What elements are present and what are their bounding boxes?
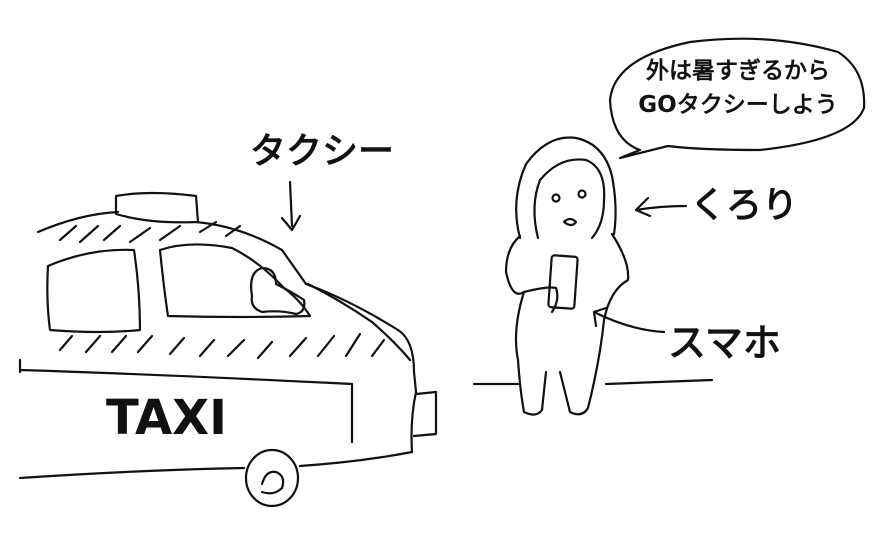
taxi-wheel-hub xyxy=(260,470,285,495)
person-body xyxy=(504,232,630,416)
taxi-wheel xyxy=(244,448,300,508)
phone xyxy=(547,254,579,310)
person-face xyxy=(533,158,606,240)
taxi-car xyxy=(18,191,438,508)
speech-text: 外は暑すぎるから GOタクシーしよう xyxy=(626,54,850,122)
taxi-bottom xyxy=(18,450,414,480)
taxi-hatching xyxy=(58,220,386,360)
taxi-rear-window xyxy=(46,248,142,334)
taxi-hood xyxy=(306,282,412,362)
taxi-passenger xyxy=(250,266,306,316)
taxi-front-window xyxy=(158,243,312,319)
taxi-sign: TAXI xyxy=(106,390,228,446)
speech-line-1: 外は暑すぎるから xyxy=(646,58,830,84)
phone-arrow xyxy=(592,306,666,334)
phone-callout: スマホ xyxy=(668,321,781,365)
person-hair xyxy=(515,136,617,240)
person-eye-right xyxy=(577,189,587,199)
taxi-callout: タクシー xyxy=(250,131,395,172)
ground-right xyxy=(604,378,714,386)
taxi-roof-light xyxy=(114,191,200,224)
taxi-roof xyxy=(36,210,400,332)
person-mouth xyxy=(562,217,578,227)
taxi-body-top xyxy=(18,368,354,386)
person-callout: くろり xyxy=(690,185,799,226)
person-eye-left xyxy=(551,193,561,203)
person-arm xyxy=(522,286,559,314)
taxi-arrow xyxy=(280,180,302,232)
person-arrow xyxy=(634,196,688,218)
taxi-front xyxy=(396,328,418,454)
speech-line-2: GOタクシーしよう xyxy=(638,92,838,118)
taxi-bumper xyxy=(412,390,438,438)
speech-bubble xyxy=(608,37,866,160)
person-kurori xyxy=(472,136,714,416)
